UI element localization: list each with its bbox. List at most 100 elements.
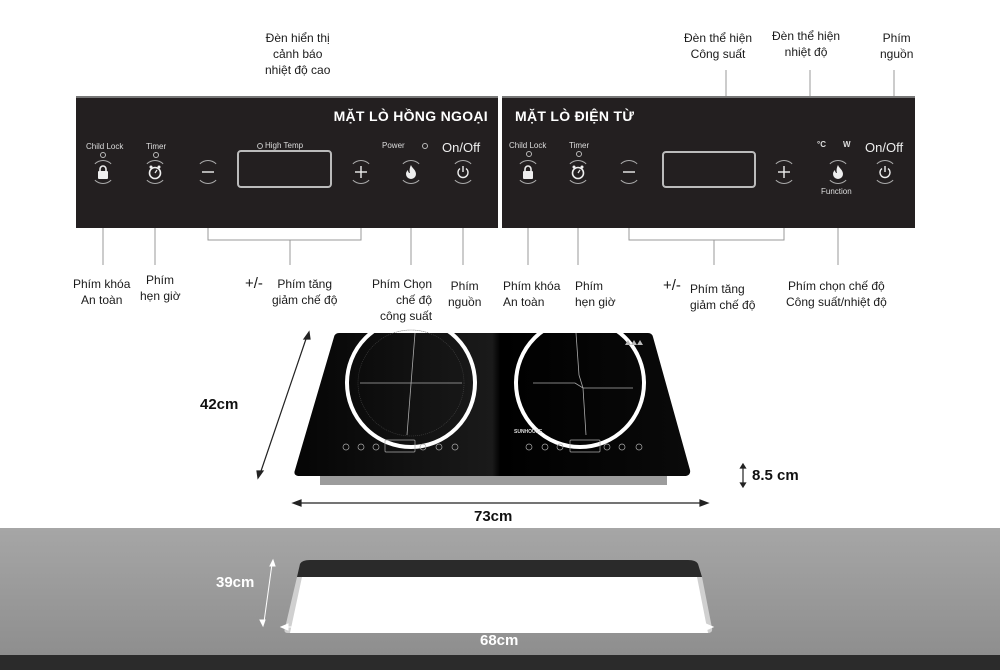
warning-icons <box>625 340 643 345</box>
callout-line: nguồn <box>880 47 914 61</box>
cutout-width-dimension: 68cm <box>480 632 519 649</box>
plus-minus-symbol: +/- <box>245 275 263 292</box>
callout-line: chế độ <box>396 293 433 307</box>
callout-power-led: Đèn thể hiện Công suất <box>684 30 752 62</box>
child-lock-label: Child Lock <box>86 142 124 151</box>
callout-line: An toàn <box>503 295 545 309</box>
decrease-button[interactable] <box>617 160 641 184</box>
power-icon <box>879 166 891 179</box>
callout-lock: Phím khóa An toàn <box>73 276 130 308</box>
celsius-indicator: °C <box>817 140 826 149</box>
callout-line: Đèn thể hiện <box>684 31 753 45</box>
callout-line: Đèn thể hiện <box>772 29 841 43</box>
plus-icon <box>355 166 367 178</box>
callout-line: nhiệt độ <box>784 45 828 59</box>
power-led <box>422 143 428 149</box>
callout-line: Công suất/nhiệt độ <box>786 295 887 309</box>
callout-power-key: Phím nguồn <box>880 30 913 62</box>
width-dimension: 73cm <box>474 508 513 525</box>
timer-button[interactable] <box>566 160 590 184</box>
child-lock-label: Child Lock <box>509 141 547 150</box>
callout-plus-minus: Phím tăng giảm chế độ <box>272 276 337 308</box>
callout-mode: Phím Chọn chế độ công suất <box>372 276 432 324</box>
timer-label: Timer <box>569 141 590 150</box>
child-lock-led <box>526 151 532 157</box>
callout-line: Phím <box>882 31 911 45</box>
lock-icon <box>98 165 108 179</box>
power-mode-button[interactable] <box>399 160 423 184</box>
flame-icon <box>406 165 416 179</box>
callout-line: hẹn giờ <box>140 289 181 303</box>
on-off-button[interactable] <box>451 160 475 184</box>
child-lock-led <box>100 152 106 158</box>
callout-line: Công suất <box>690 47 746 61</box>
watt-indicator: W <box>843 140 851 149</box>
timer-label: Timer <box>146 142 167 151</box>
callout-line: Phím tăng <box>277 277 333 291</box>
on-off-button[interactable] <box>873 160 897 184</box>
high-temp-label: High Temp <box>265 141 304 150</box>
high-temp-led <box>257 143 263 149</box>
callout-mode: Phím chọn chế độ Công suất/nhiệt độ <box>786 278 887 310</box>
callout-line: cảnh báo <box>273 47 323 61</box>
callout-line: Đèn hiển thị <box>265 31 330 45</box>
power-icon <box>457 166 469 179</box>
callout-line: công suất <box>379 309 433 323</box>
callout-high-temp: Đèn hiển thị cảnh báo nhiệt độ cao <box>265 30 330 78</box>
callout-line: Phím chọn chế độ <box>788 279 885 293</box>
timer-led <box>576 151 582 157</box>
callout-temp-led: Đèn thể hiện nhiệt độ <box>772 28 840 60</box>
minus-icon <box>623 171 635 173</box>
callout-line: An toàn <box>81 293 123 307</box>
cutout-illustration <box>259 558 715 633</box>
callout-line: hẹn giờ <box>575 295 616 309</box>
callout-line: Phím khóa <box>73 277 131 291</box>
lock-icon <box>523 165 533 179</box>
increase-button[interactable] <box>349 160 373 184</box>
minus-icon <box>202 171 214 173</box>
timer-button[interactable] <box>143 160 167 184</box>
child-lock-button[interactable] <box>91 160 115 184</box>
cutout-depth-dimension: 39cm <box>216 574 255 591</box>
callout-timer: Phím hẹn giờ <box>575 278 616 310</box>
child-lock-button[interactable] <box>516 160 540 184</box>
callout-lock: Phím khóa An toàn <box>503 278 560 310</box>
decrease-button[interactable] <box>196 160 220 184</box>
callout-plus-minus: Phím tăng giảm chế độ <box>690 281 755 313</box>
callout-line: Phím <box>575 279 604 293</box>
on-off-label: On/Off <box>442 140 481 155</box>
display-screen <box>237 150 332 188</box>
power-label: Power <box>382 141 405 150</box>
timer-icon <box>571 165 585 180</box>
panel-title: MẶT LÒ HỒNG NGOẠI <box>333 108 488 124</box>
callout-line: Phím tăng <box>690 282 745 296</box>
plus-minus-symbol: +/- <box>663 277 681 294</box>
function-button[interactable] <box>826 160 850 184</box>
function-label: Function <box>821 187 852 196</box>
brand-logo: SUNHOUSE <box>514 429 543 435</box>
display-screen <box>662 151 756 188</box>
increase-button[interactable] <box>772 160 796 184</box>
callout-line: nhiệt độ cao <box>265 63 331 77</box>
cooktop-illustration: SUNHOUSE <box>294 325 691 485</box>
infrared-control-panel: MẶT LÒ HỒNG NGOẠI Child Lock Timer High … <box>76 96 498 228</box>
timer-icon <box>148 165 162 180</box>
callout-line: nguồn <box>448 295 482 309</box>
callout-line: Phím <box>450 279 479 293</box>
callout-line: Phím <box>146 273 175 287</box>
plus-icon <box>778 166 790 178</box>
depth-dimension: 42cm <box>200 396 239 413</box>
callout-line: giảm chế độ <box>690 298 756 312</box>
flame-icon <box>833 165 843 179</box>
height-dimension: 8.5 cm <box>752 467 799 484</box>
callout-line: giảm chế độ <box>272 293 338 307</box>
induction-control-panel: MẶT LÒ ĐIỆN TỪ Child Lock Timer °C W Fun… <box>502 96 915 228</box>
bottom-band <box>0 655 1000 670</box>
callout-timer: Phím hẹn giờ <box>140 272 181 304</box>
panel-title: MẶT LÒ ĐIỆN TỪ <box>515 108 635 124</box>
callout-power: Phím nguồn <box>448 278 481 310</box>
timer-led <box>153 152 159 158</box>
callout-line: Phím khóa <box>503 279 561 293</box>
callout-line: Phím Chọn <box>372 277 433 291</box>
